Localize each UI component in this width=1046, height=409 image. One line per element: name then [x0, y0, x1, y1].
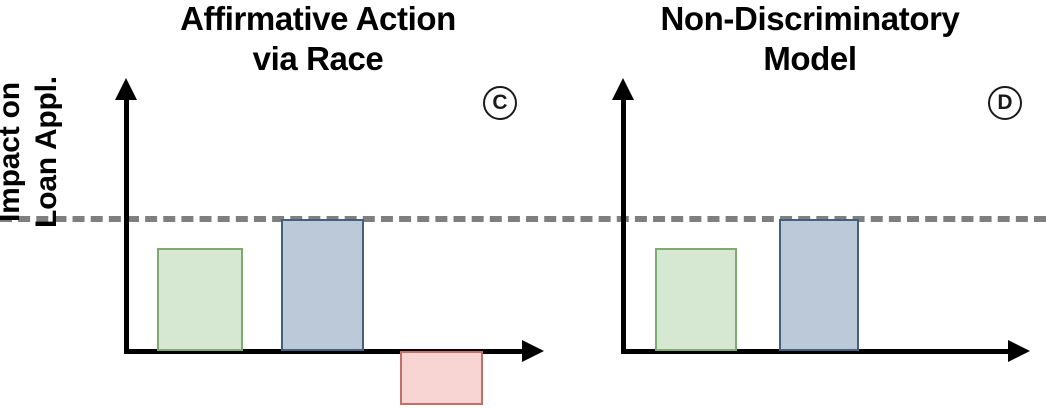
- right-panel-y-axis-line: [621, 96, 626, 354]
- right-panel-bar-blue: [779, 219, 859, 351]
- panel-title-right: Non-Discriminatory Model: [660, 0, 960, 77]
- left-panel-y-axis-line: [124, 96, 129, 354]
- panel-badge-c: C: [483, 86, 517, 120]
- panel-badge-d: D: [988, 86, 1022, 120]
- panel-title-left: Affirmative Action via Race: [180, 0, 456, 77]
- y-axis-label-text: Impact on Loan Appl.: [0, 76, 63, 228]
- threshold-dashed-line: [0, 216, 1046, 222]
- left-panel-x-axis-arrowhead: [522, 340, 544, 362]
- left-panel-bar-green: [157, 248, 243, 351]
- left-panel-x-axis-line: [124, 349, 529, 354]
- left-panel-y-axis-arrowhead: [115, 78, 137, 100]
- right-panel-x-axis-arrowhead: [1008, 340, 1030, 362]
- right-panel-x-axis-line: [621, 349, 1013, 354]
- left-panel-bar-red-negative: [400, 351, 483, 405]
- y-axis-label: Impact on Loan Appl.: [0, 32, 76, 272]
- right-panel-bar-green: [655, 248, 737, 351]
- right-panel-y-axis-arrowhead: [612, 78, 634, 100]
- left-panel-bar-blue: [281, 219, 364, 351]
